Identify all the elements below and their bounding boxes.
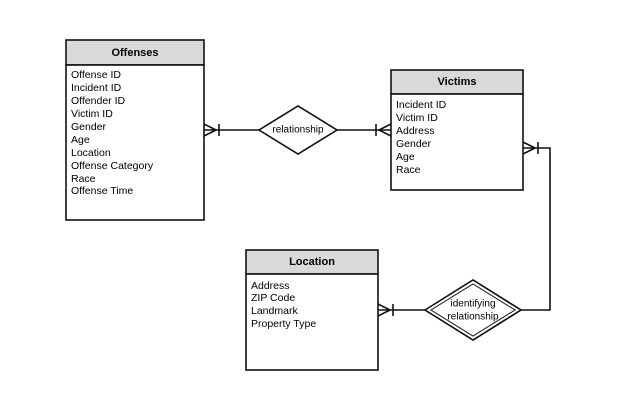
entity-offenses[interactable]: Offenses Offense ID Incident ID Offender… bbox=[65, 39, 205, 221]
entity-offenses-title: Offenses bbox=[111, 47, 158, 59]
identifying-relationship-label-line1: identifying bbox=[450, 299, 495, 310]
attribute-zip-code: ZIP Code bbox=[251, 292, 295, 304]
relationship-offense-victim[interactable]: relationship bbox=[257, 105, 339, 155]
crows-foot-mark bbox=[378, 129, 392, 137]
crows-foot-mark bbox=[522, 147, 536, 155]
identifying-relationship-diamond bbox=[423, 279, 523, 341]
attribute-race: Race bbox=[396, 164, 421, 176]
attribute-offense-category: Offense Category bbox=[71, 160, 154, 172]
attribute-age: Age bbox=[396, 151, 415, 163]
attribute-gender: Gender bbox=[71, 121, 107, 133]
entity-location-body bbox=[245, 273, 379, 371]
attribute-victim-id: Victim ID bbox=[71, 108, 113, 120]
entity-location-title: Location bbox=[289, 256, 335, 268]
identifying-relationship-victim-location[interactable]: identifying relationship bbox=[423, 279, 523, 341]
entity-victims[interactable]: Victims Incident ID Victim ID Address Ge… bbox=[390, 69, 524, 191]
attribute-offense-time: Offense Time bbox=[71, 185, 133, 197]
attribute-gender: Gender bbox=[396, 138, 432, 150]
connector-line bbox=[521, 147, 551, 311]
attribute-property-type: Property Type bbox=[251, 318, 316, 330]
relationship-diamond bbox=[257, 105, 339, 155]
entity-offenses-body bbox=[65, 64, 205, 221]
attribute-offender-id: Offender ID bbox=[71, 95, 126, 107]
attribute-address: Address bbox=[396, 125, 435, 137]
entity-victims-body bbox=[390, 93, 524, 191]
crows-foot-mark bbox=[378, 123, 392, 131]
entity-victims-title: Victims bbox=[438, 76, 477, 88]
attribute-offense-id: Offense ID bbox=[71, 69, 121, 81]
crows-foot-mark bbox=[377, 303, 391, 311]
crows-foot-mark bbox=[377, 309, 391, 317]
attribute-race: Race bbox=[71, 173, 96, 185]
connector-offenses-victims bbox=[203, 123, 392, 137]
entity-offenses-header bbox=[65, 39, 205, 66]
crows-foot-mark bbox=[203, 129, 217, 137]
connector-victims-location bbox=[377, 141, 551, 317]
attribute-victim-id: Victim ID bbox=[396, 112, 438, 124]
attribute-address: Address bbox=[251, 280, 290, 292]
attribute-incident-id: Incident ID bbox=[71, 82, 122, 94]
relationship-label: relationship bbox=[272, 125, 324, 136]
attribute-location: Location bbox=[71, 147, 111, 159]
crows-foot-mark bbox=[203, 123, 217, 131]
identifying-relationship-inner-diamond bbox=[430, 283, 516, 337]
crows-foot-mark bbox=[522, 141, 536, 149]
attribute-age: Age bbox=[71, 134, 90, 146]
attribute-landmark: Landmark bbox=[251, 305, 298, 317]
identifying-relationship-label-line2: relationship bbox=[447, 312, 499, 323]
entity-location[interactable]: Location Address ZIP Code Landmark Prope… bbox=[245, 249, 379, 371]
attribute-incident-id: Incident ID bbox=[396, 99, 447, 111]
